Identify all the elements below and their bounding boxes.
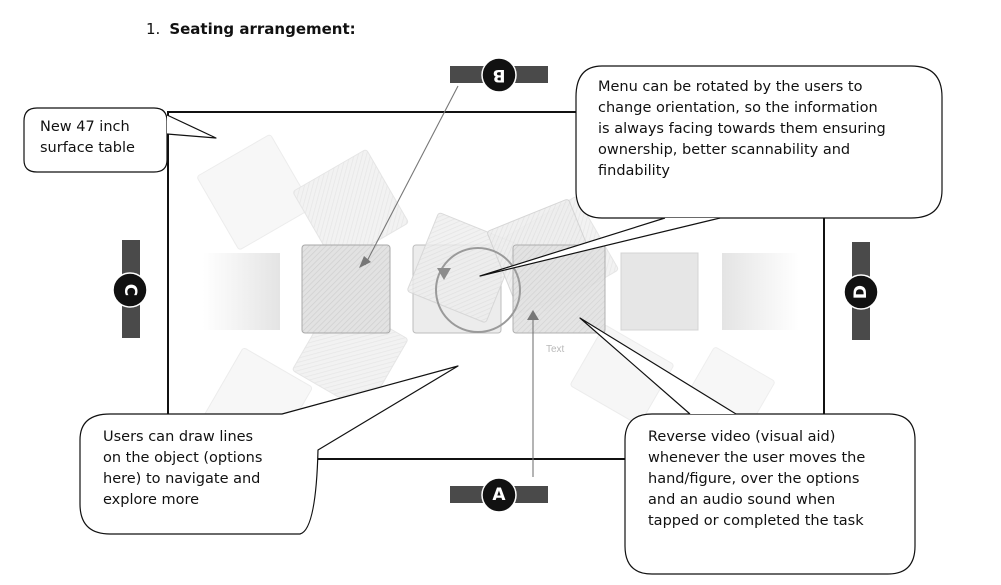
callout-table-bubble	[23, 107, 168, 173]
seat-b-badge	[481, 57, 517, 93]
callout-line: Reverse video (visual aid)	[648, 429, 836, 445]
pointer-lines	[359, 85, 539, 477]
callout-line: New 47 inch	[40, 119, 130, 135]
seat-c-badge	[112, 272, 148, 308]
menu-item-label: Text	[546, 344, 565, 355]
callout-line: hand/figure, over the options	[648, 471, 860, 487]
menu-tile-rotated[interactable]	[407, 212, 518, 323]
callout-reverse-text: Reverse video (visual aid) whenever the …	[648, 427, 865, 532]
seat-a-label: A	[492, 485, 506, 505]
callout-line: and an audio sound when	[648, 492, 836, 508]
callout-line: whenever the user moves the	[648, 450, 866, 466]
rotation-ring[interactable]	[435, 247, 521, 333]
rotation-arrow-icon	[437, 268, 451, 280]
menu-tile[interactable]	[512, 244, 606, 334]
pointer-arrowhead	[359, 256, 371, 268]
menu-tile-diagonal	[293, 149, 409, 265]
pointer-line-from-b	[364, 85, 459, 266]
seat-b-label: B	[493, 65, 506, 85]
callout-line: explore more	[103, 492, 200, 508]
callout-line: is always facing towards them ensuring	[598, 121, 886, 137]
callout-line: Users can draw lines	[103, 429, 254, 445]
callout-reverse-bubble	[624, 413, 916, 575]
callout-line: ownership, better scannability and	[598, 142, 851, 158]
callout-users-bubble	[79, 365, 459, 535]
seat-d: D	[843, 242, 879, 340]
callout-line: findability	[598, 163, 670, 179]
menu-tile[interactable]	[620, 252, 699, 331]
surface-table	[167, 111, 825, 460]
callout-line: change orientation, so the information	[598, 100, 878, 116]
callout-menu-bubble	[575, 65, 943, 219]
callout-line: here) to navigate and	[103, 471, 261, 487]
seat-a-badge	[481, 477, 517, 513]
menu-tile-faded-left	[203, 253, 280, 330]
section-heading: 1. Seating arrangement:	[146, 19, 356, 39]
section-number: 1.	[146, 20, 161, 38]
callout-menu-text: Menu can be rotated by the users to chan…	[598, 77, 886, 182]
callout-line: Menu can be rotated by the users to	[598, 79, 863, 95]
section-title: Seating arrangement:	[169, 20, 356, 38]
callout-bubbles	[23, 65, 943, 575]
callout-line: tapped or completed the task	[648, 513, 864, 529]
seat-c-label: C	[120, 284, 140, 296]
seat-b: B	[450, 57, 548, 93]
callout-table-text: New 47 inch surface table	[40, 117, 135, 159]
callout-table-tail	[166, 114, 217, 139]
menu-row: Text	[203, 199, 799, 355]
menu-tile-diagonal	[197, 134, 313, 250]
callout-line: on the object (options	[103, 450, 263, 466]
menu-tile-faded-right	[722, 253, 799, 330]
pointer-arrowhead	[527, 310, 539, 320]
callout-line: surface table	[40, 140, 135, 156]
callout-menu-tail	[479, 217, 721, 277]
menu-tile[interactable]	[301, 244, 391, 334]
seat-c: C	[112, 240, 148, 338]
callout-users-text: Users can draw lines on the object (opti…	[103, 427, 262, 511]
menu-tile-diagonal	[570, 325, 674, 425]
seat-d-label: D	[851, 285, 871, 299]
callout-reverse-tail	[579, 317, 737, 415]
seat-a: A	[450, 477, 548, 513]
seat-d-badge	[843, 274, 879, 310]
